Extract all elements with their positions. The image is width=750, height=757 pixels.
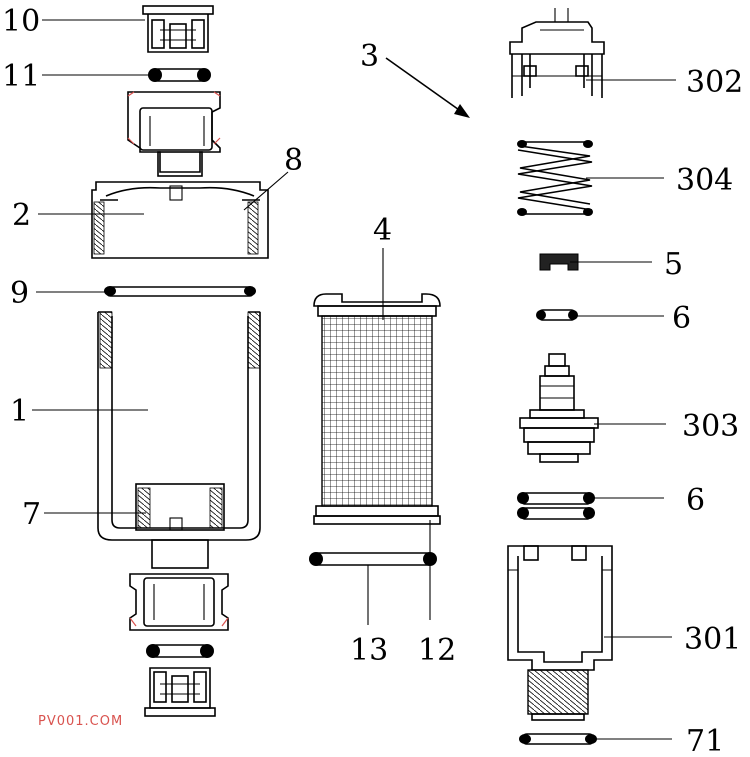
part-302-valve-top (509, 8, 605, 98)
part-5-seal (539, 253, 579, 271)
callout-12: 12 (418, 633, 456, 668)
callout-8: 8 (284, 143, 303, 178)
callout-6-upper: 6 (672, 301, 691, 336)
callout-10: 10 (2, 4, 40, 39)
part-301-valve-housing (507, 545, 613, 721)
part-6-o-ring-lower (517, 492, 595, 520)
part-303-valve-core (519, 353, 599, 463)
callout-9: 9 (10, 276, 29, 311)
callout-1: 1 (10, 394, 29, 429)
callout-301: 301 (684, 622, 741, 657)
part-6-o-ring-upper (536, 309, 578, 321)
part-10-top-cap (142, 5, 214, 53)
callout-5: 5 (664, 247, 683, 282)
callout-302: 302 (686, 65, 743, 100)
part-13-o-ring (309, 552, 437, 566)
callout-7: 7 (22, 497, 41, 532)
part-1-housing (97, 311, 261, 631)
callout-2: 2 (12, 198, 31, 233)
callout-303: 303 (682, 409, 739, 444)
watermark-text: PV001.COM (38, 714, 124, 729)
leader-lines (32, 19, 676, 740)
part-4-filter-cartridge (313, 293, 441, 525)
callout-4: 4 (373, 213, 392, 248)
part-9-o-ring (104, 286, 256, 297)
part-71-o-ring (519, 733, 597, 745)
callout-304: 304 (676, 163, 733, 198)
bottom-cap (144, 667, 216, 717)
callout-11: 11 (2, 59, 40, 94)
callout-71: 71 (686, 724, 724, 752)
callout-6-lower: 6 (686, 483, 705, 518)
bottom-o-ring (146, 644, 214, 658)
callout-3: 3 (360, 39, 379, 74)
callout-13: 13 (350, 633, 388, 668)
part-304-spring (517, 140, 593, 216)
part-11-o-ring (148, 68, 211, 82)
part-2-upper-head (91, 91, 269, 259)
